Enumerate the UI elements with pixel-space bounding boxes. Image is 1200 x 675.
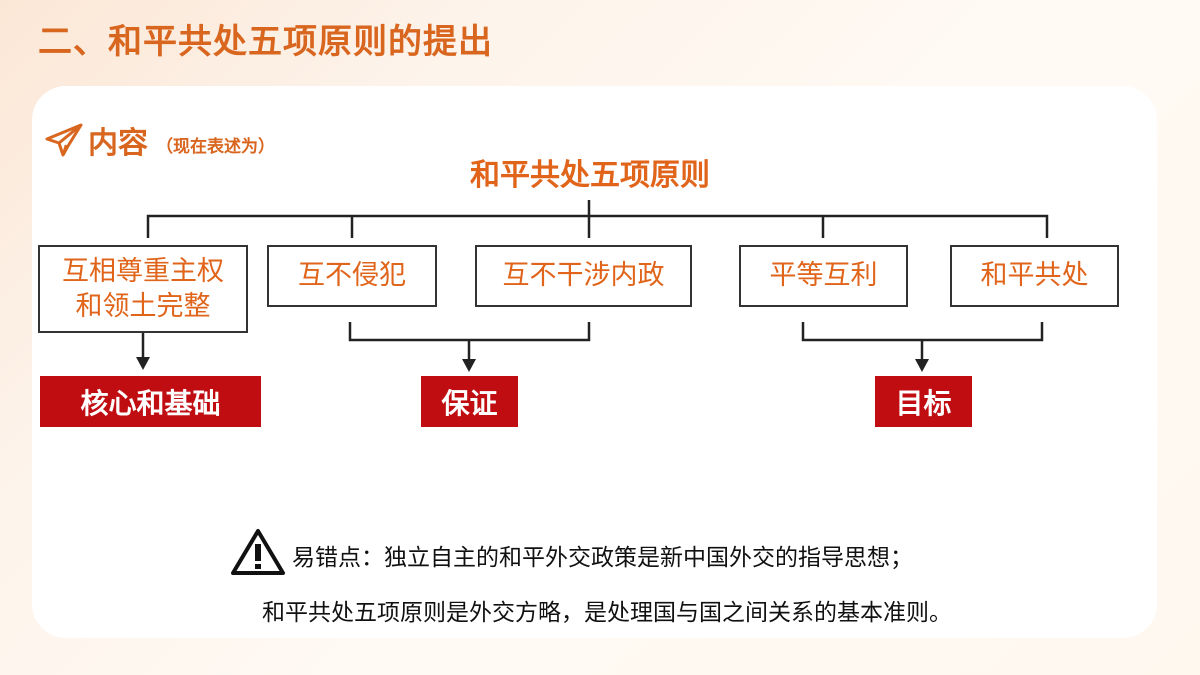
- slide-title: 二、和平共处五项原则的提出: [38, 22, 493, 62]
- principle-label: 和平共处: [980, 260, 1089, 292]
- diagram-root-title: 和平共处五项原则: [470, 158, 710, 193]
- role-tag-core: 核心和基础: [40, 376, 261, 427]
- role-tag-guarantee: 保证: [421, 376, 518, 427]
- section-title: 内容: [88, 126, 148, 161]
- role-label: 目标: [895, 386, 952, 420]
- role-label: 核心和基础: [80, 386, 221, 420]
- principle-box-non-aggression: 互不侵犯: [267, 245, 437, 307]
- paper-plane-icon: [45, 123, 83, 157]
- section-note: （现在表述为）: [156, 136, 275, 157]
- principle-box-coexistence: 和平共处: [950, 245, 1119, 307]
- tip-line-1: 易错点：独立自主的和平外交政策是新中国外交的指导思想；: [292, 545, 913, 571]
- warning-icon: [231, 529, 285, 575]
- principle-label: 平等互利: [769, 260, 878, 292]
- principle-box-equality: 平等互利: [739, 245, 908, 307]
- content-panel: [32, 86, 1157, 638]
- principle-label: 互不侵犯: [298, 260, 406, 292]
- tip-line-2: 和平共处五项原则是外交方略，是处理国与国之间关系的基本准则。: [262, 600, 952, 626]
- role-tag-goal: 目标: [875, 376, 972, 427]
- role-label: 保证: [441, 386, 498, 420]
- principle-label: 互相尊重主权和领土完整: [62, 255, 224, 322]
- principle-box-sovereignty: 互相尊重主权和领土完整: [38, 245, 248, 333]
- principle-box-non-interference: 互不干涉内政: [475, 245, 692, 307]
- section-header: 内容 （现在表述为）: [44, 118, 275, 162]
- principle-label: 互不干涉内政: [502, 260, 665, 292]
